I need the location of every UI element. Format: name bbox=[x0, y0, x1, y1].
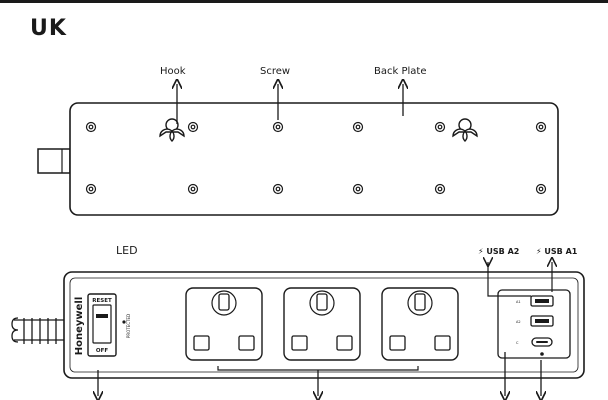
screw-center bbox=[88, 186, 94, 192]
region-title: UK bbox=[30, 16, 67, 41]
power-switch[interactable]: RESET OFF bbox=[87, 293, 117, 357]
power-cable bbox=[11, 317, 64, 344]
bolt-icon: ⚡ bbox=[536, 247, 542, 256]
power-strip-inner bbox=[69, 277, 579, 373]
top-view bbox=[37, 84, 559, 216]
back-plate-body bbox=[69, 102, 559, 216]
screw-center bbox=[190, 124, 196, 130]
screw-center bbox=[355, 186, 361, 192]
uk-socket-2[interactable] bbox=[283, 287, 361, 361]
screw-label: Screw bbox=[260, 66, 291, 77]
back-plate-label: Back Plate bbox=[374, 66, 427, 77]
screw-center bbox=[437, 186, 443, 192]
led-label: LED bbox=[116, 244, 138, 257]
screw-center bbox=[437, 124, 443, 130]
uk-socket-1[interactable] bbox=[185, 287, 263, 361]
svg-text:A2: A2 bbox=[516, 320, 521, 324]
usb-a2-leader bbox=[488, 262, 531, 297]
svg-text:C: C bbox=[516, 341, 519, 345]
screw-center bbox=[275, 124, 281, 130]
plug-stub bbox=[37, 148, 71, 174]
svg-text:RESET: RESET bbox=[92, 298, 112, 304]
svg-text:PROTECTED: PROTECTED bbox=[126, 314, 131, 338]
uk-socket-3[interactable] bbox=[381, 287, 459, 361]
bolt-icon: ⚡ bbox=[478, 247, 484, 256]
brand-logo: Honeywell bbox=[74, 297, 85, 356]
led-indicator: PROTECTED bbox=[122, 314, 131, 338]
header-rule bbox=[0, 0, 608, 3]
hook-label: Hook bbox=[160, 66, 186, 77]
usb-led-dot bbox=[540, 352, 544, 356]
screw-center bbox=[88, 124, 94, 130]
screw-center bbox=[190, 186, 196, 192]
svg-text:OFF: OFF bbox=[96, 348, 108, 354]
front-view: Honeywell RESET OFF PROTECTED A1 bbox=[11, 262, 585, 396]
screw-center bbox=[538, 124, 544, 130]
svg-text:A1: A1 bbox=[516, 300, 521, 304]
usb-a2-label: ⚡ USB A2 bbox=[478, 247, 520, 256]
usb-panel: A1 A2 C bbox=[497, 289, 571, 359]
hook-keyhole-left bbox=[159, 118, 185, 143]
screw-center bbox=[355, 124, 361, 130]
usb-a1-label: ⚡ USB A1 bbox=[536, 247, 578, 256]
hook-keyhole-right bbox=[452, 118, 478, 143]
screw-center bbox=[275, 186, 281, 192]
screw-center bbox=[538, 186, 544, 192]
